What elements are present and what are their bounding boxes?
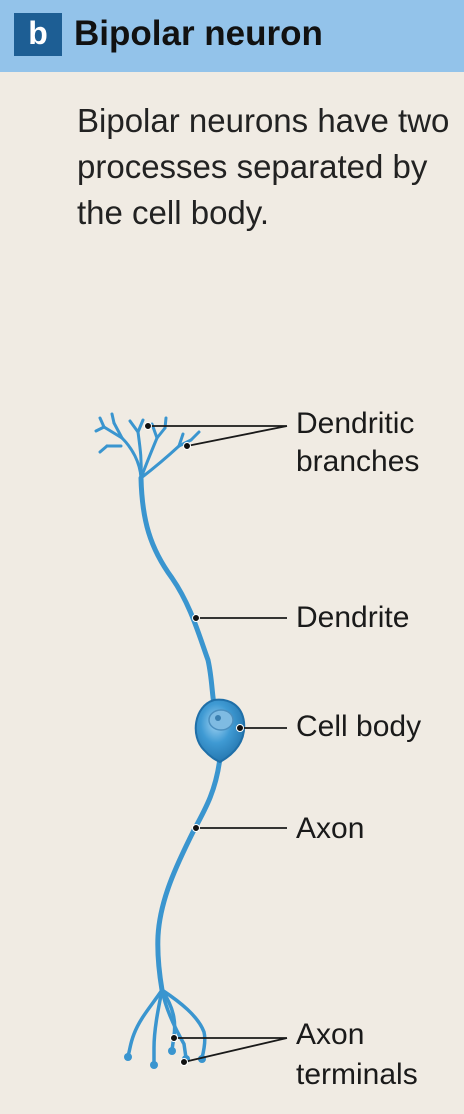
- axon: [155, 755, 223, 993]
- panel-letter: b: [14, 13, 62, 56]
- neuron: [94, 412, 223, 1066]
- cell-body: [194, 698, 246, 764]
- label-cell-body: Cell body: [296, 710, 422, 743]
- leader-dendritic-branches: [148, 425, 288, 447]
- label-axon: Axon: [296, 812, 365, 845]
- leader-axon-terminals: [174, 1037, 288, 1063]
- leader-lines: [148, 425, 288, 1063]
- terminal-bulbs: [124, 1047, 206, 1069]
- label-axon-terminals-line2: terminals: [296, 1058, 418, 1091]
- page-title: Bipolar neuron: [74, 14, 323, 53]
- label-axon-terminals-line1: Axon: [296, 1018, 365, 1051]
- description-text: Bipolar neurons have two processes separ…: [77, 102, 450, 231]
- header-band: b Bipolar neuron: [0, 0, 464, 72]
- leader-dots: [144, 422, 244, 1066]
- nucleus: [208, 709, 234, 731]
- label-dendritic-branches-line1: Dendritic: [296, 407, 415, 440]
- label-dendritic-branches-line2: branches: [296, 445, 420, 478]
- dendrite: [138, 475, 217, 707]
- axon-terminals: [126, 988, 207, 1066]
- label-dendrite: Dendrite: [296, 601, 410, 634]
